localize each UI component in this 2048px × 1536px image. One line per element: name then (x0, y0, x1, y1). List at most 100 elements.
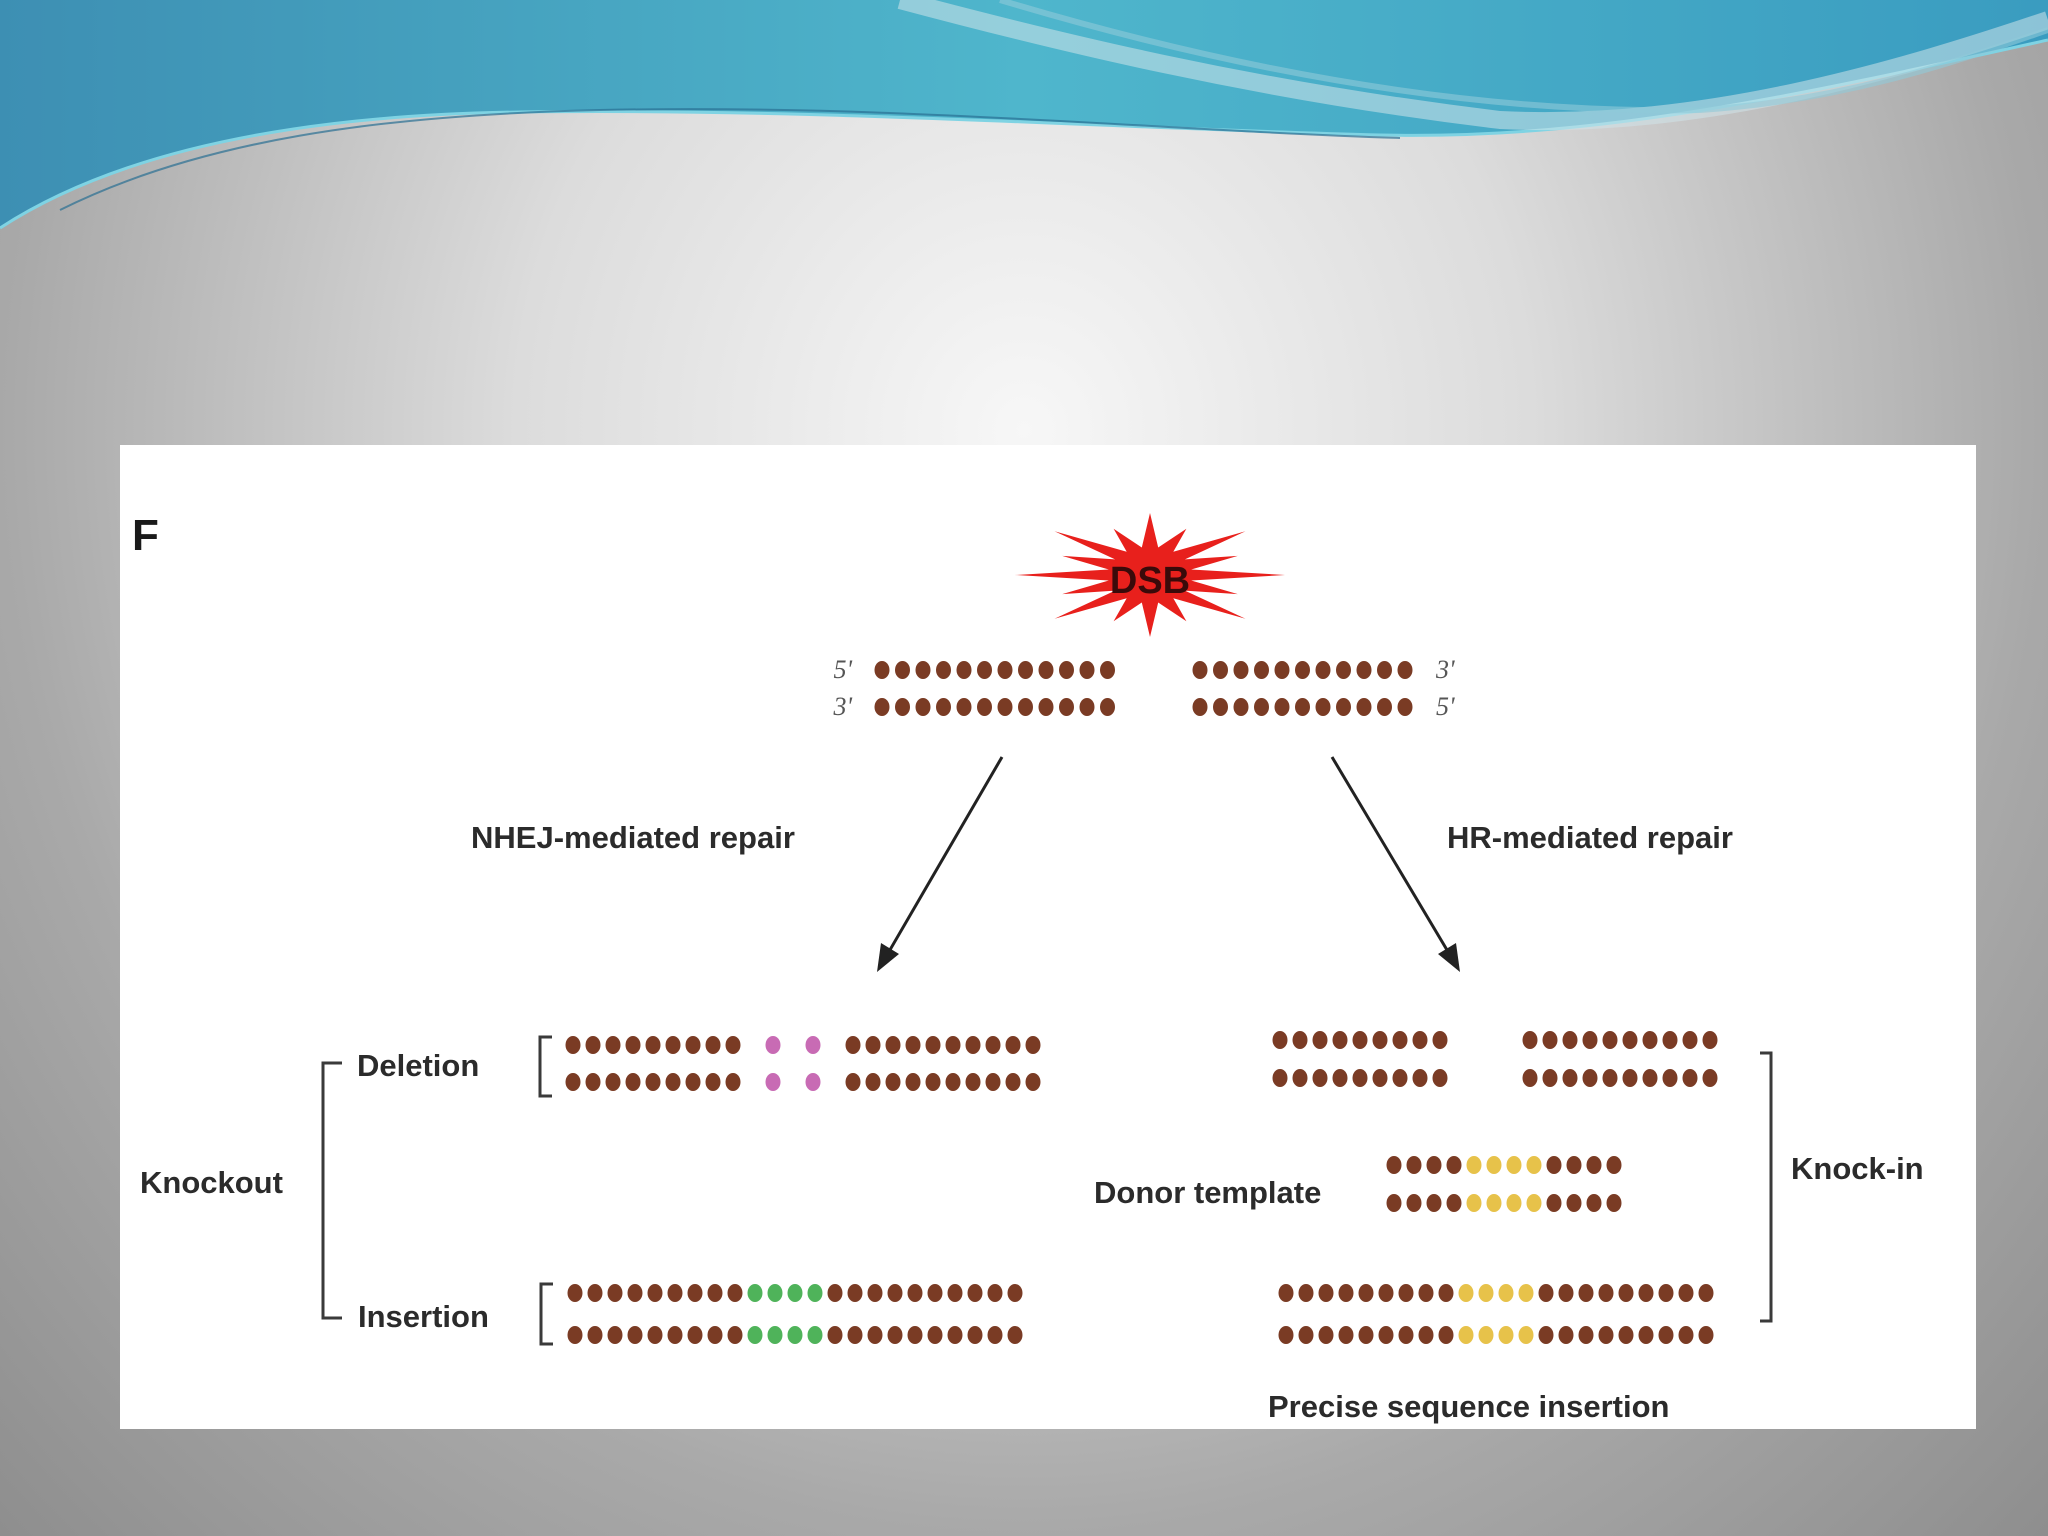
nucleotide-bead (1622, 1069, 1638, 1087)
nucleotide-bead (565, 1036, 581, 1054)
nucleotide-bead (874, 698, 890, 716)
nucleotide-bead (1213, 661, 1228, 679)
nucleotide-bead (647, 1326, 663, 1344)
nucleotide-bead (927, 1284, 943, 1302)
nucleotide-bead (767, 1326, 783, 1344)
nucleotide-bead (627, 1326, 643, 1344)
nucleotide-bead (827, 1326, 843, 1344)
nucleotide-bead (1618, 1326, 1634, 1344)
nucleotide-bead (1466, 1156, 1482, 1174)
dna-strands (565, 661, 1718, 1344)
nucleotide-bead (1426, 1194, 1442, 1212)
nucleotide-bead (807, 1284, 823, 1302)
nucleotide-bead (1578, 1326, 1594, 1344)
insertion-bracket (539, 1282, 553, 1346)
nucleotide-bead (1378, 1326, 1394, 1344)
nucleotide-bead (1278, 1326, 1294, 1344)
nucleotide-bead (725, 1073, 741, 1091)
nucleotide-bead (1352, 1069, 1368, 1087)
nucleotide-bead (965, 1073, 981, 1091)
donor-bottom (1386, 1194, 1622, 1212)
nucleotide-bead (1312, 1031, 1328, 1049)
nucleotide-bead (1358, 1326, 1374, 1344)
dsb-left-bottom (874, 698, 1115, 716)
nucleotide-bead (687, 1326, 703, 1344)
nucleotide-bead (1518, 1284, 1534, 1302)
nucleotide-bead (1562, 1069, 1578, 1087)
nucleotide-bead (1678, 1284, 1694, 1302)
nucleotide-bead (936, 661, 951, 679)
nucleotide-bead (605, 1036, 621, 1054)
nucleotide-bead (1682, 1069, 1698, 1087)
nucleotide-bead (1418, 1284, 1434, 1302)
nucleotide-bead (645, 1073, 661, 1091)
nucleotide-bead (707, 1326, 723, 1344)
nucleotide-bead (647, 1284, 663, 1302)
nucleotide-bead (905, 1036, 921, 1054)
nucleotide-bead (1542, 1031, 1558, 1049)
dsb-right-bottom (1192, 698, 1413, 716)
nucleotide-bead (1662, 1031, 1678, 1049)
nucleotide-bead (1522, 1031, 1538, 1049)
nucleotide-bead (1586, 1156, 1602, 1174)
nucleotide-bead (705, 1073, 721, 1091)
nucleotide-bead (805, 1036, 821, 1054)
knockin-label: Knock-in (1791, 1151, 1924, 1186)
nucleotide-bead (1582, 1031, 1598, 1049)
nucleotide-bead (1582, 1069, 1598, 1087)
nhej-repair-label: NHEJ-mediated repair (471, 820, 795, 855)
nucleotide-bead (605, 1073, 621, 1091)
nucleotide-bead (1397, 661, 1413, 679)
nucleotide-bead (1642, 1069, 1658, 1087)
nucleotide-bead (1377, 661, 1392, 679)
nucleotide-bead (1038, 698, 1054, 716)
nucleotide-bead (1526, 1194, 1542, 1212)
nucleotide-bead (1638, 1284, 1654, 1302)
nucleotide-bead (1274, 661, 1290, 679)
nucleotide-bead (1662, 1069, 1678, 1087)
nucleotide-bead (885, 1073, 901, 1091)
nucleotide-bead (1542, 1069, 1558, 1087)
nucleotide-bead (1606, 1156, 1622, 1174)
deletion-bracket (538, 1035, 552, 1098)
hr-right-top (1522, 1031, 1718, 1049)
nucleotide-bead (1566, 1194, 1582, 1212)
nucleotide-bead (1606, 1194, 1622, 1212)
nucleotide-bead (567, 1326, 583, 1344)
nucleotide-bead (1233, 698, 1249, 716)
nucleotide-bead (1007, 1284, 1023, 1302)
nucleotide-bead (1486, 1194, 1502, 1212)
hr-repair-label: HR-mediated repair (1447, 820, 1733, 855)
hr-arrow (1330, 756, 1460, 972)
nucleotide-bead (627, 1284, 643, 1302)
nucleotide-bead (936, 698, 951, 716)
nucleotide-bead (1478, 1284, 1494, 1302)
hr-right-bottom (1522, 1069, 1718, 1087)
nucleotide-bead (587, 1284, 603, 1302)
nucleotide-bead (1338, 1326, 1354, 1344)
nucleotide-bead (765, 1036, 781, 1054)
nucleotide-bead (967, 1326, 983, 1344)
nucleotide-bead (787, 1284, 803, 1302)
nucleotide-bead (1336, 661, 1351, 679)
nucleotide-bead (1682, 1031, 1698, 1049)
nucleotide-bead (1522, 1069, 1538, 1087)
dsb-repair-diagram: F DSB 5' 3' 3' 5' NHEJ-mediated repair H… (132, 511, 1924, 1424)
nucleotide-bead (1295, 698, 1310, 716)
nucleotide-bead (1332, 1069, 1348, 1087)
nucleotide-bead (1378, 1284, 1394, 1302)
nucleotide-bead (1278, 1284, 1294, 1302)
nucleotide-bead (845, 1073, 861, 1091)
nucleotide-bead (1018, 661, 1033, 679)
nucleotide-bead (1432, 1031, 1448, 1049)
precise-insertion-label: Precise sequence insertion (1268, 1389, 1669, 1424)
nucleotide-bead (1466, 1194, 1482, 1212)
nucleotide-bead (1292, 1031, 1308, 1049)
nucleotide-bead (945, 1036, 961, 1054)
nucleotide-bead (1356, 661, 1372, 679)
nucleotide-bead (1546, 1194, 1562, 1212)
nucleotide-bead (1406, 1156, 1422, 1174)
nucleotide-bead (1295, 661, 1310, 679)
nucleotide-bead (1318, 1326, 1334, 1344)
nucleotide-bead (1298, 1284, 1314, 1302)
